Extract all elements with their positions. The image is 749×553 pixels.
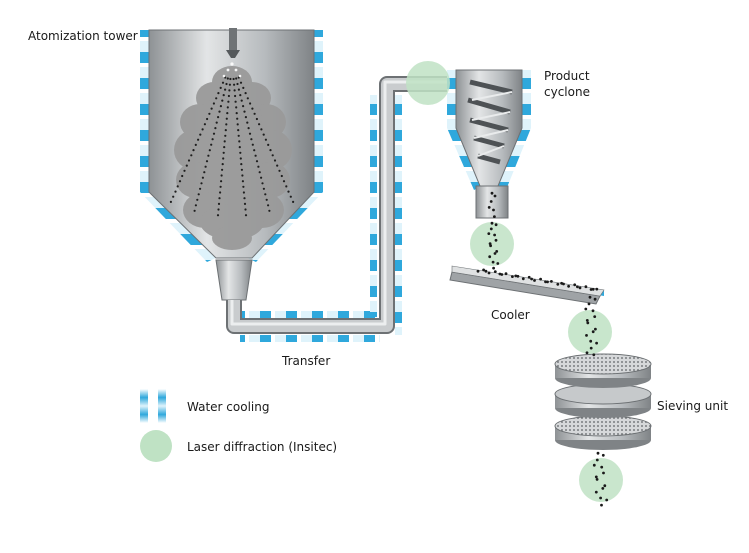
atomization-tower [140,28,323,301]
cyclone-spiral [467,79,513,165]
spray-nozzle [229,28,237,50]
transfer-jacket-top [240,311,380,318]
laser-point-transfer [406,61,450,105]
riser-jacket-right [395,95,402,335]
label-sieving-unit: Sieving unit [657,399,729,413]
tower-left-cone-jacket [140,192,216,262]
tower-right-cone-jacket [247,192,323,262]
legend [140,389,172,462]
laser-point-cyclone-outlet [470,222,514,266]
laser-point-sieve-outlet [579,458,623,502]
laser-diffraction-points [406,61,623,502]
transfer-jacket-bottom [240,335,380,342]
label-transfer: Transfer [282,354,331,368]
legend-water-cooling-label: Water cooling [187,400,270,414]
tower-right-jacket [314,30,323,192]
riser-jacket-left [370,95,377,317]
legend-water-cooling-swatch [140,389,166,423]
tower-left-jacket [140,30,149,192]
label-atomization-tower: Atomization tower [28,29,138,43]
label-cooler: Cooler [491,308,530,322]
legend-laser-diffraction-label: Laser diffraction (Insitec) [187,440,338,454]
particle-streams [476,191,609,507]
cyclone-left-jacket [447,70,456,128]
legend-laser-swatch [140,430,172,462]
tower-outlet [215,259,253,301]
spray-cloud [174,66,292,250]
cooler [449,265,605,305]
sieving-unit [554,353,652,450]
spray-droplets [169,76,295,217]
laser-point-cooler-outlet [568,310,612,354]
cyclone-right-jacket [522,70,531,128]
product-cyclone [447,69,531,219]
label-product-cyclone-line2: cyclone [544,85,590,99]
label-product-cyclone-line1: Product [544,69,590,83]
